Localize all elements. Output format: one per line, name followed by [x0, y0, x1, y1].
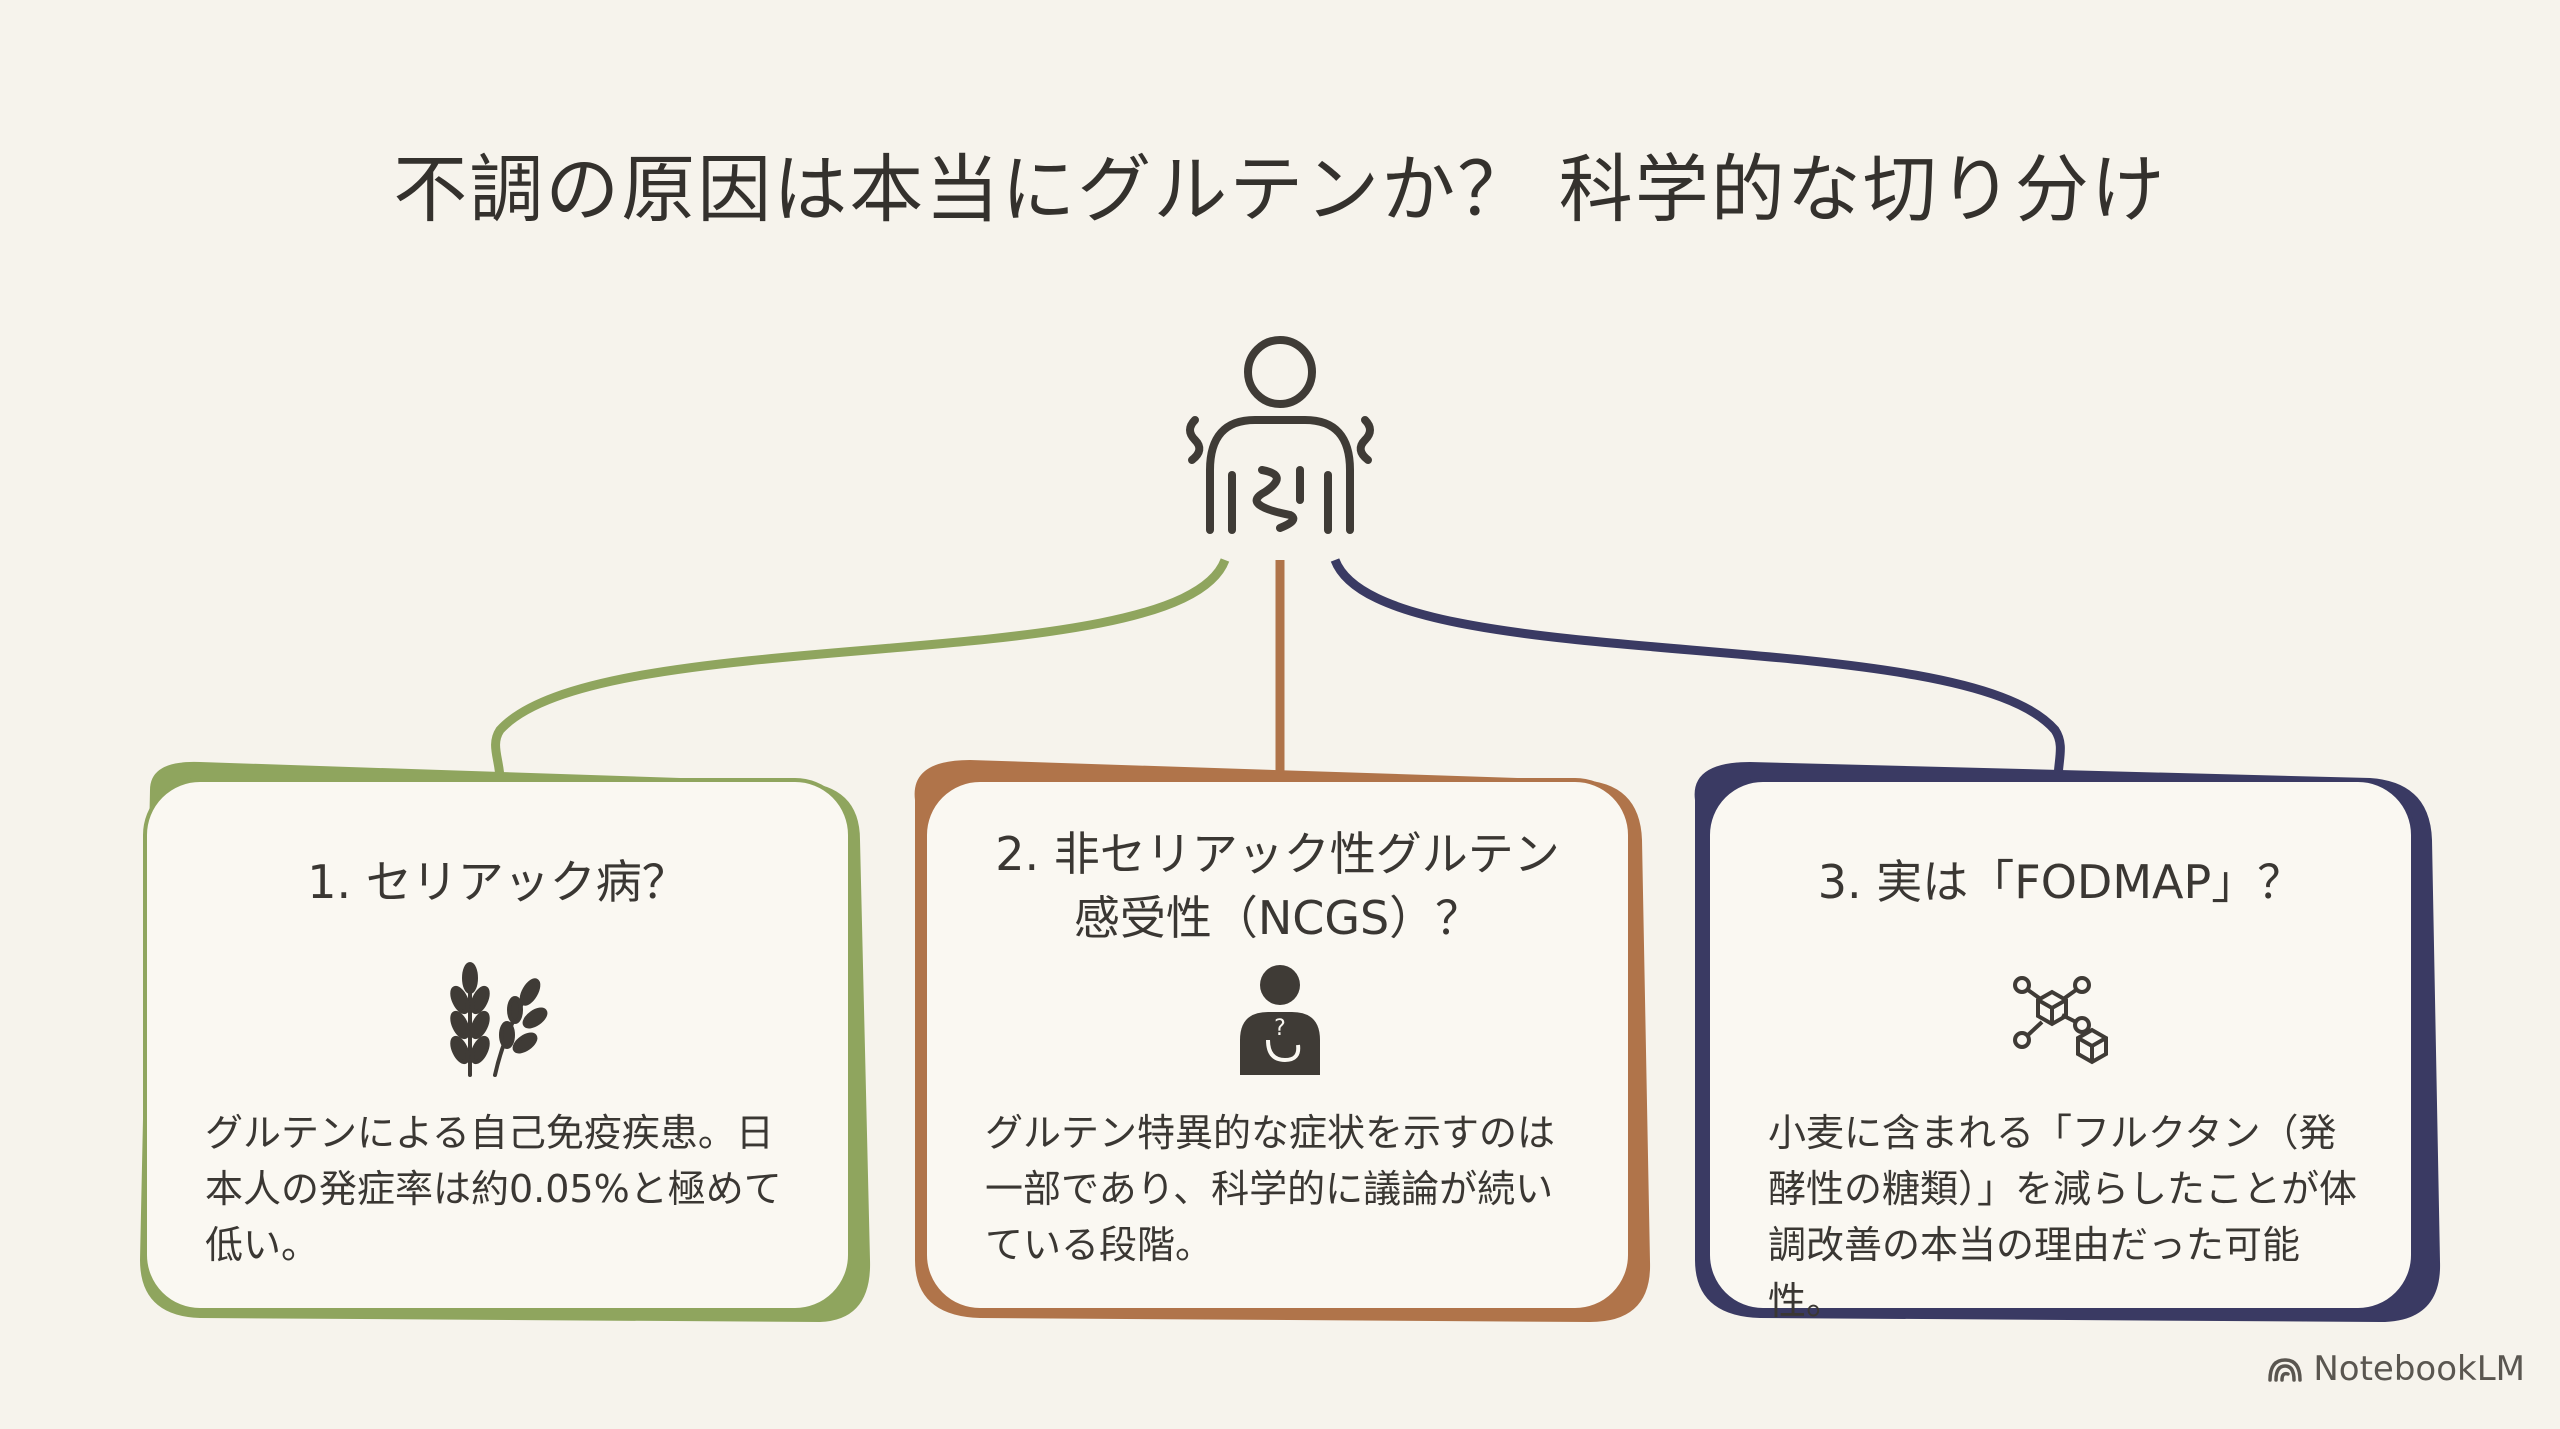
connector-navy	[1330, 558, 2065, 781]
card-celiac: 1. セリアック病？ グルテンによる自己免疫疾患。日本人の発症率は約0.05%と…	[145, 780, 850, 1310]
page-title: 不調の原因は本当にグルテンか？ 科学的な切り分け	[393, 147, 2167, 233]
card-title: 3. 実は「FODMAP」？	[1817, 855, 2304, 909]
card-inner-3	[1706, 778, 2415, 1312]
wheat-icon	[450, 962, 548, 1077]
brand-label: NotebookLM	[2313, 1349, 2525, 1389]
svg-text:?: ?	[1274, 1016, 1286, 1041]
card-inner-1	[143, 778, 852, 1312]
card-fodmap: 3. 実は「FODMAP」？ 小麦に含まれる「フルクタン（発酵性の糖類）」を減ら…	[1708, 780, 2413, 1323]
card-ncgs: 2. 非セリアック性グルテン 感受性（NCGS）？ グルテン特異的な症状を示すの…	[925, 780, 1630, 1310]
card-body: グルテンによる自己免疫疾患。日本人の発症率は約0.05%と極めて低い。	[205, 1111, 782, 1267]
card-title: 1. セリアック病？	[307, 855, 688, 909]
molecule-icon	[2013, 976, 2108, 1065]
card-title: 2. 非セリアック性グルテン 感受性（NCGS）？	[995, 827, 1560, 945]
person-stomach-question-icon: ?	[1240, 965, 1320, 1075]
card-body: 小麦に含まれる「フルクタン（発酵性の糖類）」を減らしたことが体調改善の本当の理由…	[1768, 1111, 2358, 1323]
brand-watermark: NotebookLM	[2267, 1349, 2525, 1389]
person-with-digestive-discomfort-icon	[1186, 336, 1374, 534]
card-body: グルテン特異的な症状を示すのは一部であり、科学的に議論が続いている段階。	[985, 1111, 1556, 1267]
notebooklm-logo-icon	[2268, 1358, 2303, 1382]
connector-green	[491, 558, 1230, 781]
